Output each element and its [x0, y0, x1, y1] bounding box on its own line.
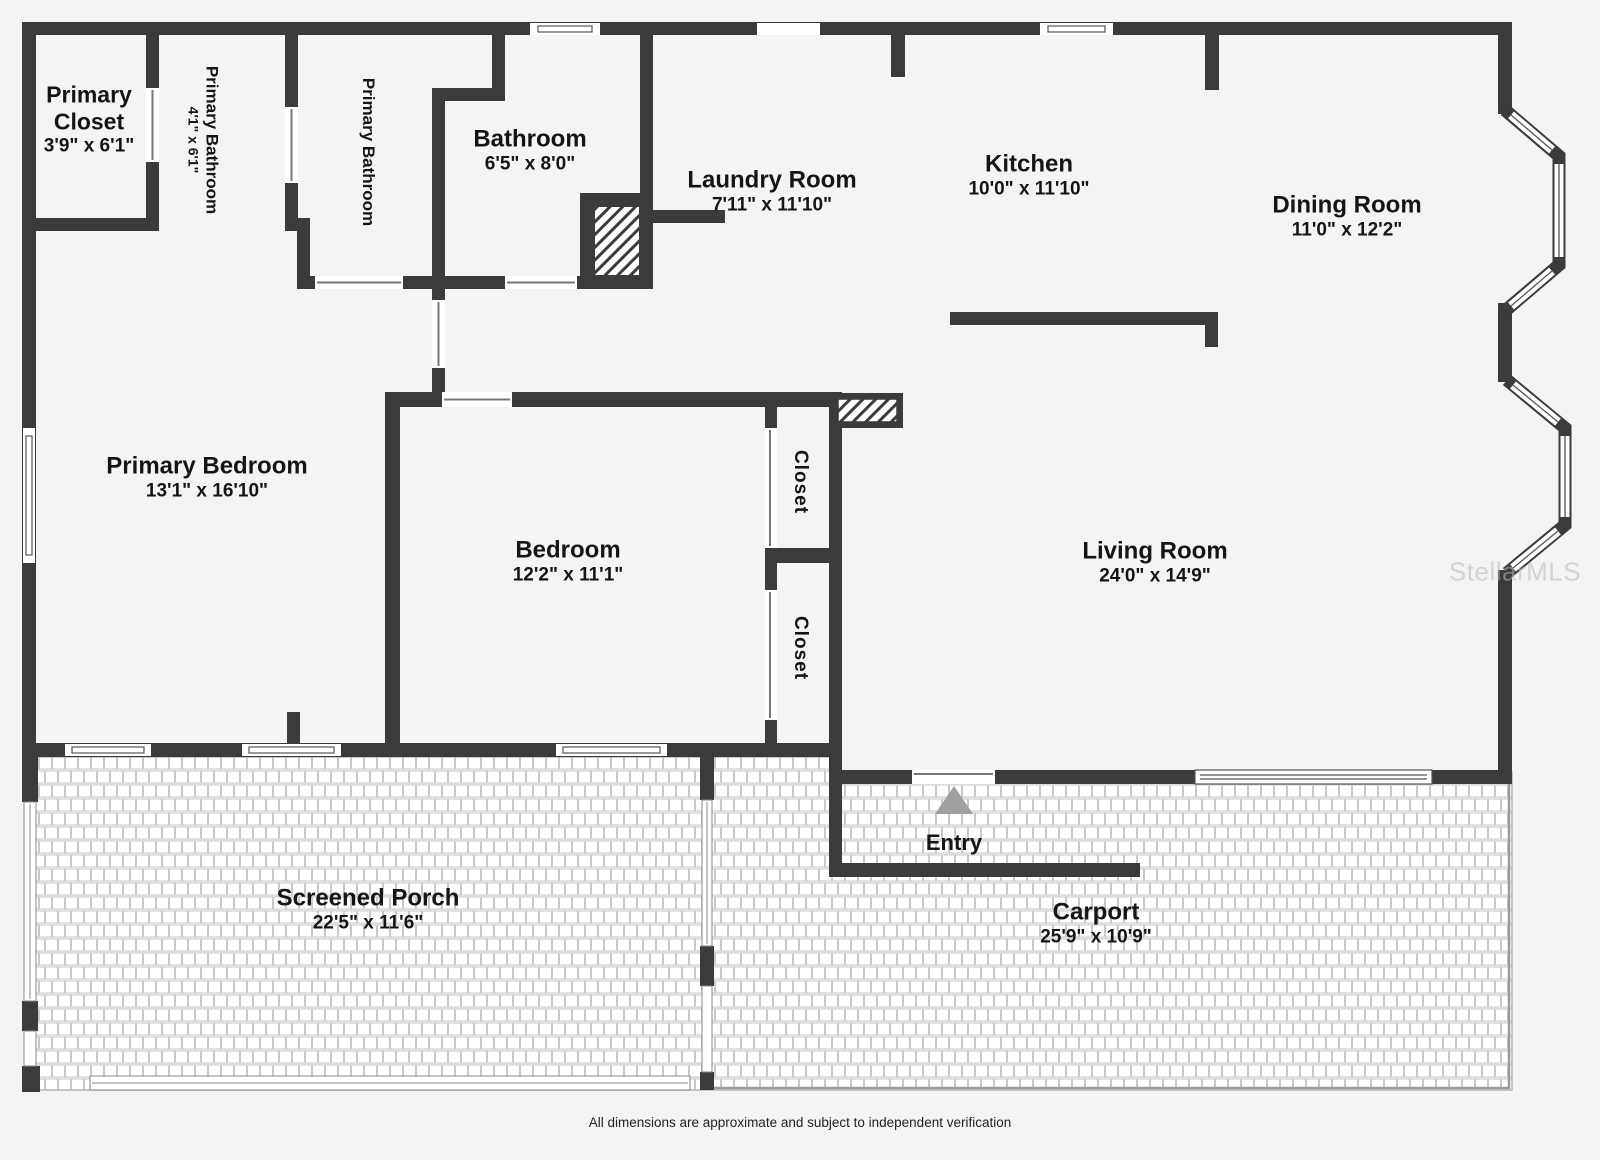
room-label-closet-a: Closet — [789, 450, 811, 514]
room-label-laundry-room: Laundry Room 7'11" x 11'10" — [687, 167, 856, 218]
room-name: Bedroom — [515, 536, 621, 564]
room-dims: 13'1" x 16'10" — [145, 480, 269, 502]
room-label-closet-b: Closet — [789, 616, 811, 680]
room-dims: 25'9" x 10'9" — [1040, 926, 1152, 948]
room-name: Closet — [790, 615, 812, 681]
room-name: Living Room — [1082, 537, 1228, 565]
room-label-kitchen: Kitchen 10'0" x 11'10" — [968, 151, 1089, 202]
room-dims: 4'1" x 6'1" — [185, 106, 202, 174]
room-label-dining-room: Dining Room 11'0" x 12'2" — [1272, 192, 1421, 243]
porch-screens — [23, 799, 713, 1091]
bay-window-living — [1502, 374, 1572, 579]
carport-outline — [707, 784, 1511, 1090]
room-name: Primary Bathroom — [359, 77, 379, 227]
room-dims: 3'9" x 6'1" — [43, 135, 135, 157]
room-label-primary-bathroom-a: Primary Bathroom 4'1" x 6'1" — [185, 65, 222, 215]
footer-disclaimer: All dimensions are approximate and subje… — [588, 1115, 1012, 1130]
watermark: StellarMLS — [1448, 556, 1582, 587]
room-dims: 6'5" x 8'0" — [484, 153, 576, 175]
room-name: Laundry Room — [687, 166, 857, 194]
hatched-block — [593, 205, 641, 277]
room-name: Dining Room — [1272, 191, 1422, 219]
room-label-entry: Entry — [926, 830, 982, 856]
room-name: Carport — [1052, 898, 1140, 926]
windows-and-doors — [23, 23, 1433, 785]
room-label-living-room: Living Room 24'0" x 14'9" — [1082, 538, 1227, 589]
room-label-carport: Carport 25'9" x 10'9" — [1040, 899, 1152, 950]
room-label-screened-porch: Screened Porch 22'5" x 11'6" — [277, 885, 460, 936]
room-label-bathroom: Bathroom 6'5" x 8'0" — [473, 126, 586, 177]
room-label-bedroom: Bedroom 12'2" x 11'1" — [513, 537, 624, 588]
room-name: Entry — [925, 830, 983, 856]
room-dims: 11'0" x 12'2" — [1291, 219, 1403, 241]
room-dims: 22'5" x 11'6" — [312, 912, 424, 934]
room-label-primary-bedroom: Primary Bedroom 13'1" x 16'10" — [106, 453, 307, 504]
room-name: Primary Bathroom — [202, 65, 222, 215]
room-dims: 10'0" x 11'10" — [968, 178, 1090, 200]
room-dims: 7'11" x 11'10" — [711, 194, 833, 216]
bay-window-dining — [1500, 105, 1566, 316]
room-name: Primary Bedroom — [106, 452, 308, 480]
room-dims: 12'2" x 11'1" — [512, 564, 624, 586]
room-name: Screened Porch — [276, 884, 460, 912]
room-label-primary-bathroom-b: Primary Bathroom — [358, 78, 378, 226]
room-name: Closet — [790, 449, 812, 515]
room-name: Primary Closet — [46, 81, 132, 135]
room-label-primary-closet: Primary Closet 3'9" x 6'1" — [28, 82, 150, 159]
room-name: Kitchen — [984, 150, 1074, 178]
hatched-bar — [832, 393, 903, 428]
room-dims: 24'0" x 14'9" — [1099, 565, 1211, 587]
room-name: Bathroom — [473, 125, 587, 153]
entry-direction-icon — [935, 786, 973, 814]
